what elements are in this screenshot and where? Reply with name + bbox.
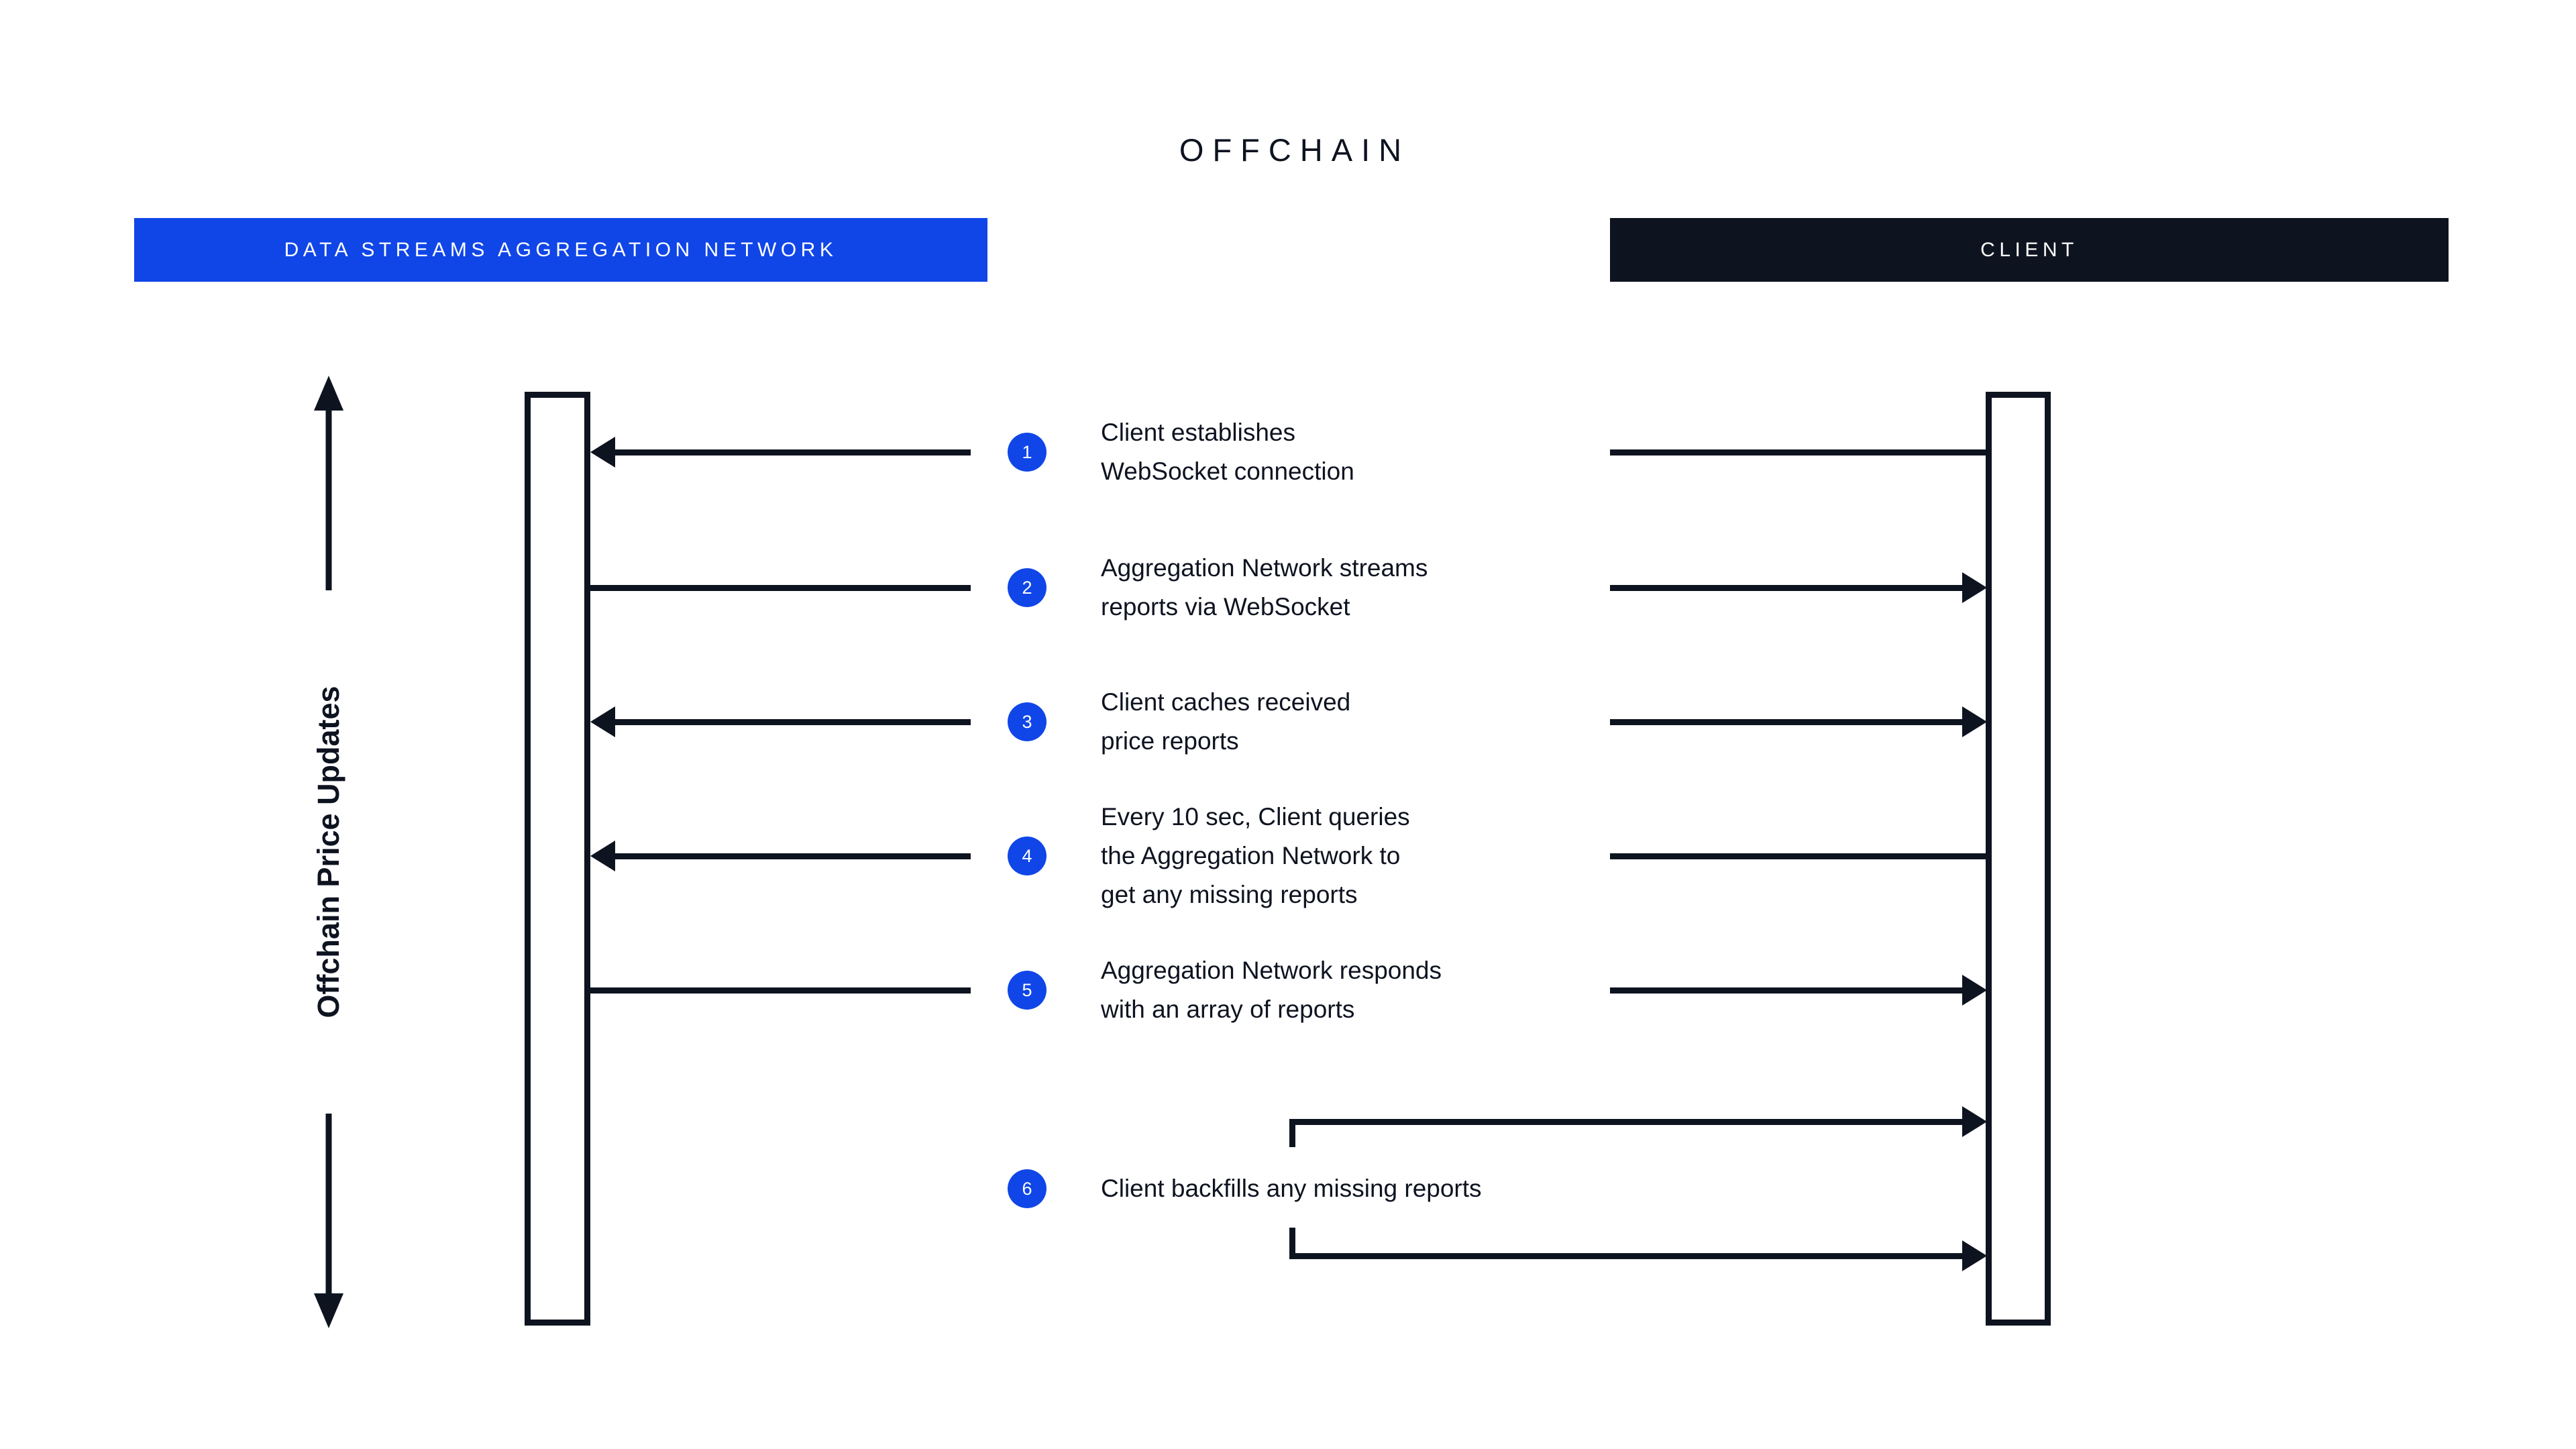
step-5-left-line <box>590 987 971 994</box>
step-4-left-arrowhead <box>590 841 615 871</box>
step-badge-1: 1 <box>1008 433 1046 472</box>
offchain-price-updates-axis: Offchain Price Updates <box>288 376 369 1328</box>
step-text-4: Every 10 sec, Client queries the Aggrega… <box>1101 803 1410 908</box>
step-4-left-line <box>615 853 971 859</box>
step-2-left-line <box>590 585 971 591</box>
actor-header-aggregation-network: DATA STREAMS AGGREGATION NETWORK <box>134 218 987 282</box>
step-2-right-line <box>1610 585 1962 591</box>
step-3-right-line <box>1610 719 1962 725</box>
step-text-5: Aggregation Network responds with an arr… <box>1101 957 1442 1023</box>
step-text-1: Client establishes WebSocket connection <box>1101 419 1354 485</box>
step-badge-4: 4 <box>1008 837 1046 875</box>
step-6-upper-stub <box>1289 1119 1295 1147</box>
step-3-left-line <box>615 719 971 725</box>
step-6-lower-stub <box>1289 1228 1295 1259</box>
double-headed-arrow-icon <box>314 376 343 1328</box>
step-6-upper-arrowhead <box>1962 1106 1987 1137</box>
step-text-6: Client backfills any missing reports <box>1101 1175 1482 1202</box>
actor-label-client: CLIENT <box>1980 238 2078 261</box>
step-1-right-line <box>1610 449 1987 455</box>
step-text-2: Aggregation Network streams reports via … <box>1101 554 1428 621</box>
offchain-price-updates-label: Offchain Price Updates <box>311 686 345 1018</box>
step-4-right-line <box>1610 853 1987 859</box>
step-badge-5: 5 <box>1008 971 1046 1010</box>
page-title: OFFCHAIN <box>1179 132 1411 168</box>
step-5-right-arrowhead <box>1962 975 1987 1006</box>
step-1-left-arrowhead <box>590 437 615 468</box>
step-5-right-line <box>1610 987 1962 994</box>
step-3-right-arrowhead <box>1962 706 1987 737</box>
step-3-left-arrowhead <box>590 706 615 737</box>
lifeline-client <box>1986 392 2051 1326</box>
step-6-lower-line <box>1289 1253 1962 1259</box>
step-6-upper-line <box>1289 1119 1962 1125</box>
step-1-left-line <box>615 449 971 455</box>
step-6-lower-arrowhead <box>1962 1240 1987 1271</box>
lifeline-aggregation-network <box>525 392 590 1326</box>
actor-label-aggregation-network: DATA STREAMS AGGREGATION NETWORK <box>284 238 838 261</box>
step-badge-2: 2 <box>1008 568 1046 607</box>
step-badge-3: 3 <box>1008 702 1046 741</box>
step-text-3: Client caches received price reports <box>1101 688 1351 755</box>
step-badge-6: 6 <box>1008 1169 1046 1208</box>
actor-header-client: CLIENT <box>1610 218 2449 282</box>
step-2-right-arrowhead <box>1962 572 1987 603</box>
